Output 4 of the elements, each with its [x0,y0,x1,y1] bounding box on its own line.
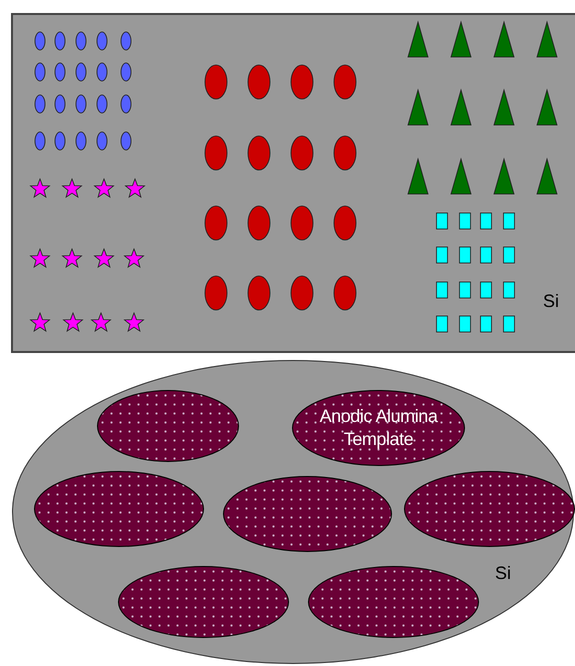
label-text: Si [495,563,512,583]
label-text: Anodic Alumina Template [318,404,439,451]
substrate-panel [11,13,575,353]
label-text: Si [543,291,560,311]
